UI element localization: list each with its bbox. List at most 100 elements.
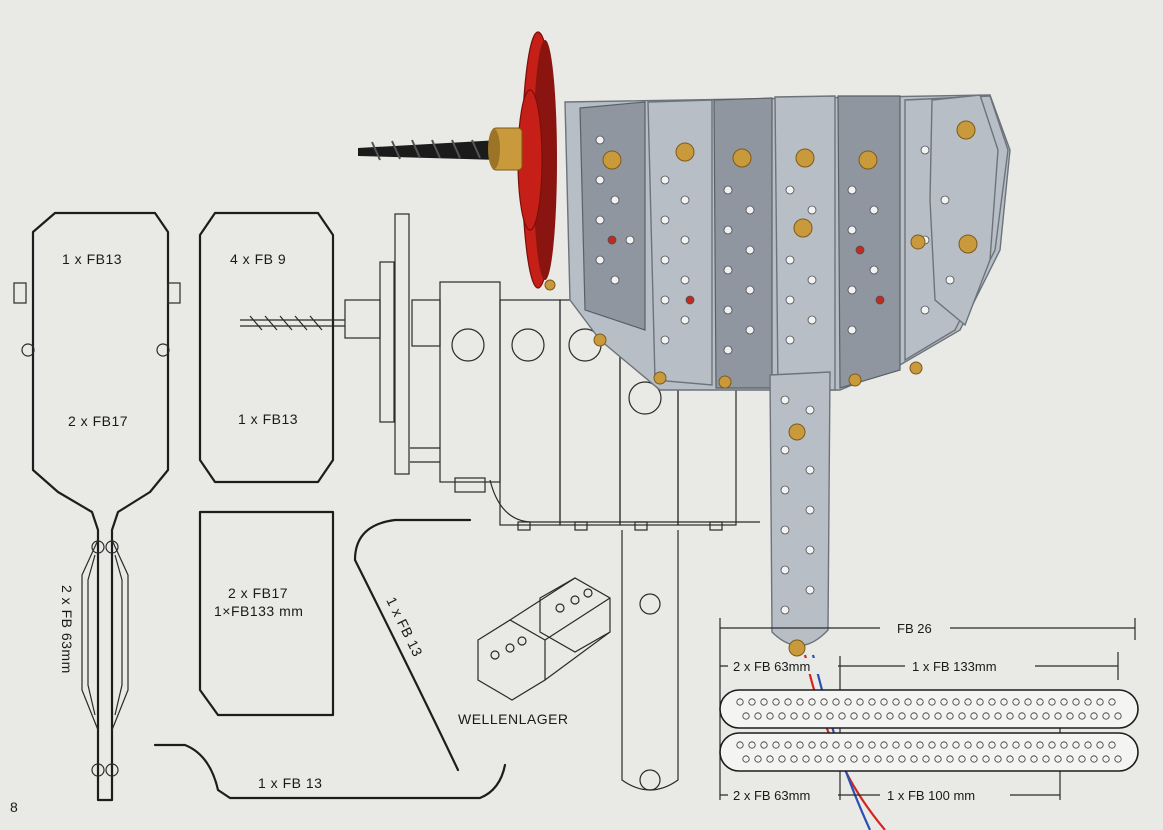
lower-label-line1: 2 x FB17 (228, 585, 288, 601)
strip-hole (796, 698, 804, 706)
strip-hole (802, 712, 810, 720)
strip-hole (1072, 698, 1080, 706)
strip-hole (1042, 755, 1050, 763)
strip-hole (742, 712, 750, 720)
strip-hole (1102, 755, 1110, 763)
strip-hole (1048, 698, 1056, 706)
strip-hole (994, 712, 1002, 720)
strip-hole (916, 698, 924, 706)
handle-top-label: 1 x FB13 (62, 251, 122, 267)
strip-hole (1090, 755, 1098, 763)
strip-hole (1054, 755, 1062, 763)
strip-hole (910, 712, 918, 720)
strip-hole (910, 755, 918, 763)
strip-hole (928, 741, 936, 749)
strip-hole (862, 755, 870, 763)
strip-hole (1030, 712, 1038, 720)
drill-body-red-interior (607, 235, 885, 305)
strip-hole (958, 712, 966, 720)
strip-hole (976, 741, 984, 749)
strip-hole (814, 755, 822, 763)
strip-hole (1030, 755, 1038, 763)
strip-hole (1096, 741, 1104, 749)
strip-hole (826, 755, 834, 763)
side-plate-outline (198, 211, 335, 484)
dim-fb26-label: FB 26 (897, 621, 932, 636)
brass-screws (544, 120, 978, 389)
strip-hole (892, 741, 900, 749)
strip-hole (838, 755, 846, 763)
strip-hole (838, 712, 846, 720)
strip-hole (784, 741, 792, 749)
strip-hole (832, 741, 840, 749)
strip-hole (994, 755, 1002, 763)
page-number: 8 (10, 799, 18, 815)
strip-hole (1024, 698, 1032, 706)
strip-hole (1108, 741, 1116, 749)
strip-hole (1036, 698, 1044, 706)
strip-hole (808, 741, 816, 749)
strip-hole (988, 698, 996, 706)
strip-hole (778, 712, 786, 720)
strip-hole (784, 698, 792, 706)
drill-bit (358, 139, 500, 161)
strip-hole (958, 755, 966, 763)
strip-hole (982, 755, 990, 763)
strip-hole (814, 712, 822, 720)
handle-plate-outline (13, 211, 181, 802)
strip-hole (928, 698, 936, 706)
strip-hole (898, 712, 906, 720)
curved-strip-outline (353, 518, 472, 772)
strip-hole (886, 712, 894, 720)
strip-hole (970, 755, 978, 763)
strip-hole (1060, 698, 1068, 706)
strip-hole (922, 712, 930, 720)
strip-hole (862, 712, 870, 720)
strip-hole (868, 698, 876, 706)
strip-hole (952, 698, 960, 706)
strip-hole (808, 698, 816, 706)
strip-hole (1108, 698, 1116, 706)
strip-hole (796, 741, 804, 749)
strip-hole (1042, 712, 1050, 720)
strip-hole (892, 698, 900, 706)
strip-hole (964, 698, 972, 706)
strip-hole (880, 698, 888, 706)
strip-hole (1018, 755, 1026, 763)
strip-hole (1078, 755, 1086, 763)
lower-plate-outline (198, 510, 335, 717)
strip-hole (1114, 712, 1122, 720)
wellenlager-bracket-sketch (477, 577, 611, 701)
dim-bottom-left-label: 2 x FB 63mm (733, 788, 810, 803)
dim-bottom-right-label: 1 x FB 100 mm (887, 788, 975, 803)
strip-hole (772, 741, 780, 749)
dim-top-left-label: 2 x FB 63mm (733, 659, 810, 674)
strip-hole (886, 755, 894, 763)
handle-long-label: 2 x FB 63mm (59, 585, 75, 674)
strip-hole (1012, 741, 1020, 749)
strip-hole (1000, 698, 1008, 706)
strip-hole (826, 712, 834, 720)
strip-hole (850, 755, 858, 763)
strip-hole (946, 755, 954, 763)
bottom-strip-label: 1 x FB 13 (258, 775, 322, 791)
strip-hole (754, 755, 762, 763)
red-pulley (488, 31, 557, 289)
strip-hole (1084, 741, 1092, 749)
strip-hole (766, 755, 774, 763)
strip-hole (988, 741, 996, 749)
side-mid-label: 1 x FB13 (238, 411, 298, 427)
strip-hole (904, 698, 912, 706)
perforated-strip-upper (719, 689, 1139, 729)
strip-hole (736, 698, 744, 706)
strip-hole (760, 698, 768, 706)
strip-hole (1096, 698, 1104, 706)
drill-body-perforations (595, 135, 955, 355)
strip-hole (940, 741, 948, 749)
strip-perforation-holes (736, 698, 1122, 763)
strip-hole (790, 755, 798, 763)
perforated-strip-lower (719, 732, 1139, 772)
side-top-label: 4 x FB 9 (230, 251, 286, 267)
strip-hole (1090, 712, 1098, 720)
